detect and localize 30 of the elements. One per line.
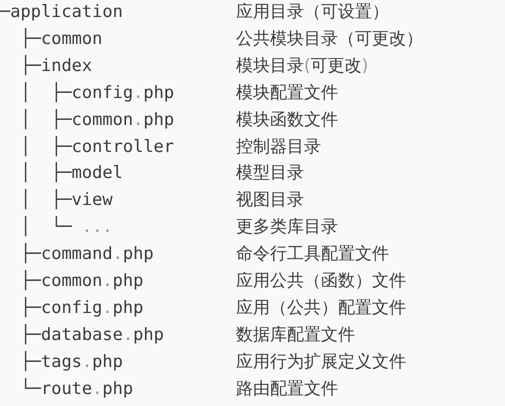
tree-entry: │ ├─config.php: [20, 82, 174, 104]
description-text: 命令行工具配置文件: [236, 243, 389, 266]
tree-entry: ├─database.php: [20, 324, 164, 346]
tree-entry: ─application: [0, 1, 123, 23]
tree-entry: │ ├─common.php: [20, 108, 174, 131]
tree-entry: │ ├─model: [20, 162, 123, 184]
description-text: 更多类库目录: [236, 216, 338, 238]
description-text: 应用目录（可设置）: [236, 1, 389, 23]
tree-entry: ├─common: [20, 28, 102, 50]
description-text: 应用行为扩展定义文件: [236, 350, 406, 373]
tree-entry: ├─common.php: [20, 270, 144, 292]
description-text: 公共模块目录（可更改）: [236, 28, 423, 50]
description-text: 模块配置文件: [236, 82, 338, 104]
tree-entry: └─route.php: [20, 378, 134, 400]
tree-entry: ├─tags.php: [20, 350, 123, 373]
tree-entry: │ └─ ...: [20, 216, 113, 238]
tree-entry: │ ├─controller: [20, 136, 174, 158]
description-text: 视图目录: [236, 189, 304, 212]
description-text: 应用（公共）配置文件: [236, 296, 406, 319]
description-text: 模型目录: [236, 162, 304, 184]
tree-entry: ├─config.php: [20, 296, 144, 319]
description-text: 模块函数文件: [236, 108, 338, 131]
description-text: 模块目录(可更改): [236, 54, 368, 77]
description-text: 数据库配置文件: [236, 324, 355, 346]
tree-entry: │ ├─view: [20, 189, 113, 212]
description-text: 应用公共（函数）文件: [236, 270, 406, 292]
tree-entry: ├─index: [20, 54, 92, 77]
description-text: 路由配置文件: [236, 378, 338, 400]
tree-entry: ├─command.php: [20, 243, 154, 266]
description-text: 控制器目录: [236, 136, 321, 158]
